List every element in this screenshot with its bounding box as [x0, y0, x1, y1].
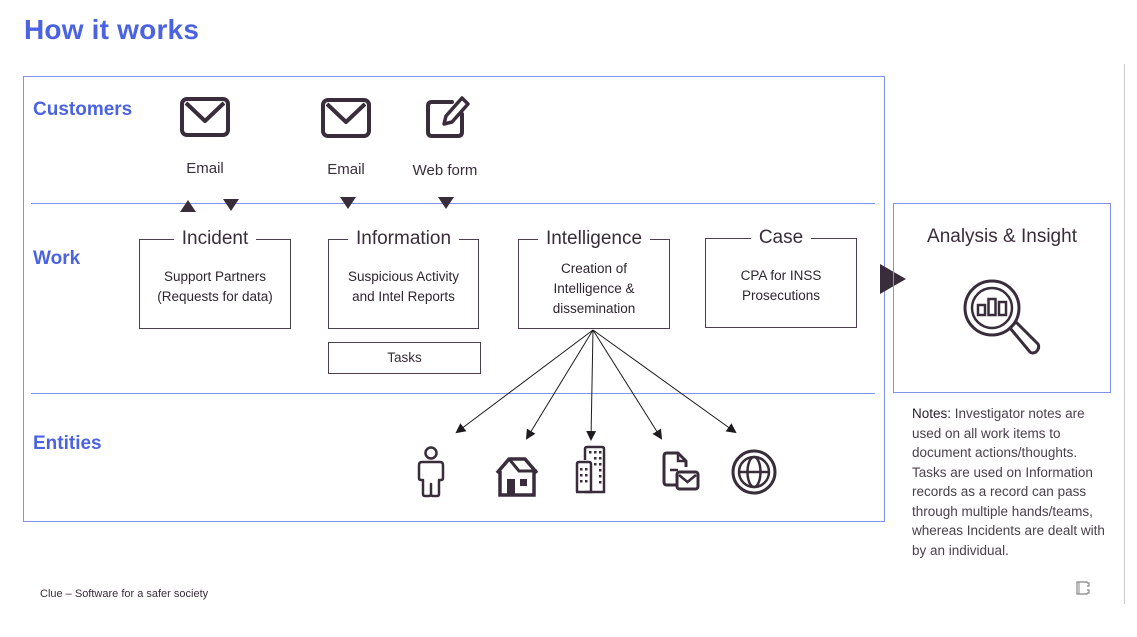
- work-box-case: Case CPA for INSS Prosecutions: [705, 227, 857, 328]
- arrow-to-document: [592, 329, 663, 440]
- work-title-incident: Incident: [173, 228, 257, 249]
- page-title: How it works: [24, 14, 200, 45]
- work-body-line: Prosecutions: [741, 288, 821, 303]
- notes-body: Investigator notes are used on all work …: [912, 406, 1105, 558]
- diagram-frame: [23, 76, 885, 522]
- arrow-to-building: [586, 329, 597, 441]
- customer-label-web-form: Web form: [412, 162, 478, 179]
- work-title-information: Information: [347, 228, 460, 249]
- envelope-icon: [321, 98, 371, 143]
- arrow-up-icon: [180, 200, 196, 212]
- arrow-to-house: [525, 329, 594, 440]
- person-icon: [417, 446, 445, 503]
- work-body-line: Suspicious Activity: [347, 269, 460, 284]
- footer-text: Clue – Software for a safer society: [40, 588, 209, 600]
- row-divider-work-entities: [31, 393, 875, 394]
- work-body-line: Creation of: [560, 261, 628, 276]
- tasks-label: Tasks: [387, 350, 422, 365]
- row-label-work: Work: [33, 248, 81, 269]
- work-box-information: Information Suspicious Activity and Inte…: [328, 228, 479, 329]
- work-body-line: Support Partners: [163, 269, 267, 284]
- tasks-box: Tasks: [328, 342, 481, 374]
- customer-label-email-1: Email: [186, 160, 224, 177]
- page-edge-divider: [1124, 64, 1125, 604]
- document-mail-icon: [662, 451, 700, 498]
- notes-label: Notes:: [912, 406, 952, 421]
- arrow-to-globe: [592, 329, 737, 434]
- arrow-down-icon: [223, 199, 239, 211]
- building-icon: [575, 445, 607, 499]
- work-body-line: CPA for INSS: [740, 268, 822, 283]
- work-title-intelligence: Intelligence: [537, 228, 651, 249]
- arrow-down-icon: [438, 197, 454, 209]
- work-body-line: (Requests for data): [157, 289, 273, 304]
- edit-form-icon: [424, 94, 470, 145]
- globe-icon: [731, 449, 777, 500]
- work-body-line: Intelligence &: [553, 281, 635, 296]
- customer-label-email-2: Email: [327, 161, 365, 178]
- row-label-customers: Customers: [33, 99, 133, 120]
- work-title-case: Case: [750, 227, 812, 248]
- work-body-line: dissemination: [552, 301, 636, 316]
- magnifier-chart-icon: [962, 278, 1044, 365]
- house-icon: [495, 455, 539, 502]
- arrow-to-person: [455, 329, 594, 434]
- slide-icon[interactable]: [1075, 580, 1091, 601]
- notes-text: Notes: Investigator notes are used on al…: [912, 404, 1107, 560]
- work-body-line: and Intel Reports: [352, 289, 455, 304]
- arrow-down-icon: [340, 197, 356, 209]
- row-label-entities: Entities: [33, 433, 102, 454]
- insight-title: Analysis & Insight: [927, 226, 1077, 247]
- work-box-incident: Incident Support Partners (Requests for …: [139, 228, 291, 329]
- work-box-intelligence: Intelligence Creation of Intelligence & …: [518, 228, 670, 329]
- envelope-icon: [180, 97, 230, 142]
- insight-box: Analysis & Insight: [893, 203, 1111, 393]
